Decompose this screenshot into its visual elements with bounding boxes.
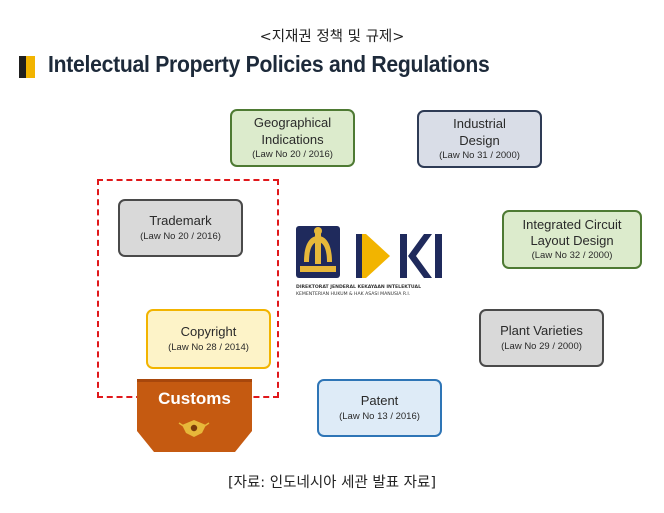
- djki-logo-icon: [296, 226, 442, 278]
- node-name: Integrated Circuit: [522, 216, 622, 232]
- node-law: (Law No 28 / 2014): [168, 341, 249, 353]
- page-title: Intelectual Property Policies and Regula…: [48, 51, 490, 77]
- node-name: Layout Design: [530, 233, 614, 249]
- customs-label: Customs: [158, 389, 231, 408]
- node-patent: Patent (Law No 13 / 2016): [317, 379, 442, 437]
- logo-text-line1: DIREKTORAT JENDERAL KEKAYAAN INTELEKTUAL: [296, 285, 421, 290]
- node-law: (Law No 29 / 2000): [501, 340, 582, 352]
- node-geographical-indications: Geographical Indications (Law No 20 / 20…: [230, 109, 355, 167]
- title-bar-dark: [19, 56, 26, 78]
- node-industrial-design: Industrial Design (Law No 31 / 2000): [417, 110, 542, 168]
- customs-shield-shape: [137, 379, 252, 452]
- customs-emblem-icon: [178, 420, 210, 437]
- node-name: Patent: [360, 393, 399, 409]
- node-law: (Law No 32 / 2000): [531, 250, 613, 262]
- node-trademark: Trademark (Law No 20 / 2016): [118, 199, 243, 257]
- node-law: (Law No 13 / 2016): [339, 410, 420, 422]
- node-plant-varieties: Plant Varieties (Law No 29 / 2000): [479, 309, 604, 367]
- node-name: Indications: [261, 131, 324, 147]
- node-law: (Law No 20 / 2016): [252, 148, 333, 160]
- node-integrated-circuit: Integrated Circuit Layout Design (Law No…: [502, 210, 642, 269]
- node-law: (Law No 20 / 2016): [140, 230, 221, 242]
- node-name: Copyright: [180, 324, 237, 340]
- logo-text-line2: KEMENTERIAN HUKUM & HAK ASASI MANUSIA R.…: [296, 292, 411, 297]
- node-name: Industrial: [453, 116, 506, 132]
- node-name: Geographical: [253, 115, 332, 131]
- node-name: Plant Varieties: [500, 323, 583, 339]
- top-caption: <지재권 정책 및 규제>: [259, 29, 405, 45]
- node-copyright: Copyright (Law No 28 / 2014): [146, 309, 271, 369]
- source-caption: [자료: 인도네시아 세관 발표 자료]: [227, 475, 437, 491]
- node-name: Design: [459, 132, 500, 148]
- title-bar-accent: [26, 56, 35, 78]
- node-name: Trademark: [149, 213, 212, 229]
- node-law: (Law No 31 / 2000): [439, 149, 520, 161]
